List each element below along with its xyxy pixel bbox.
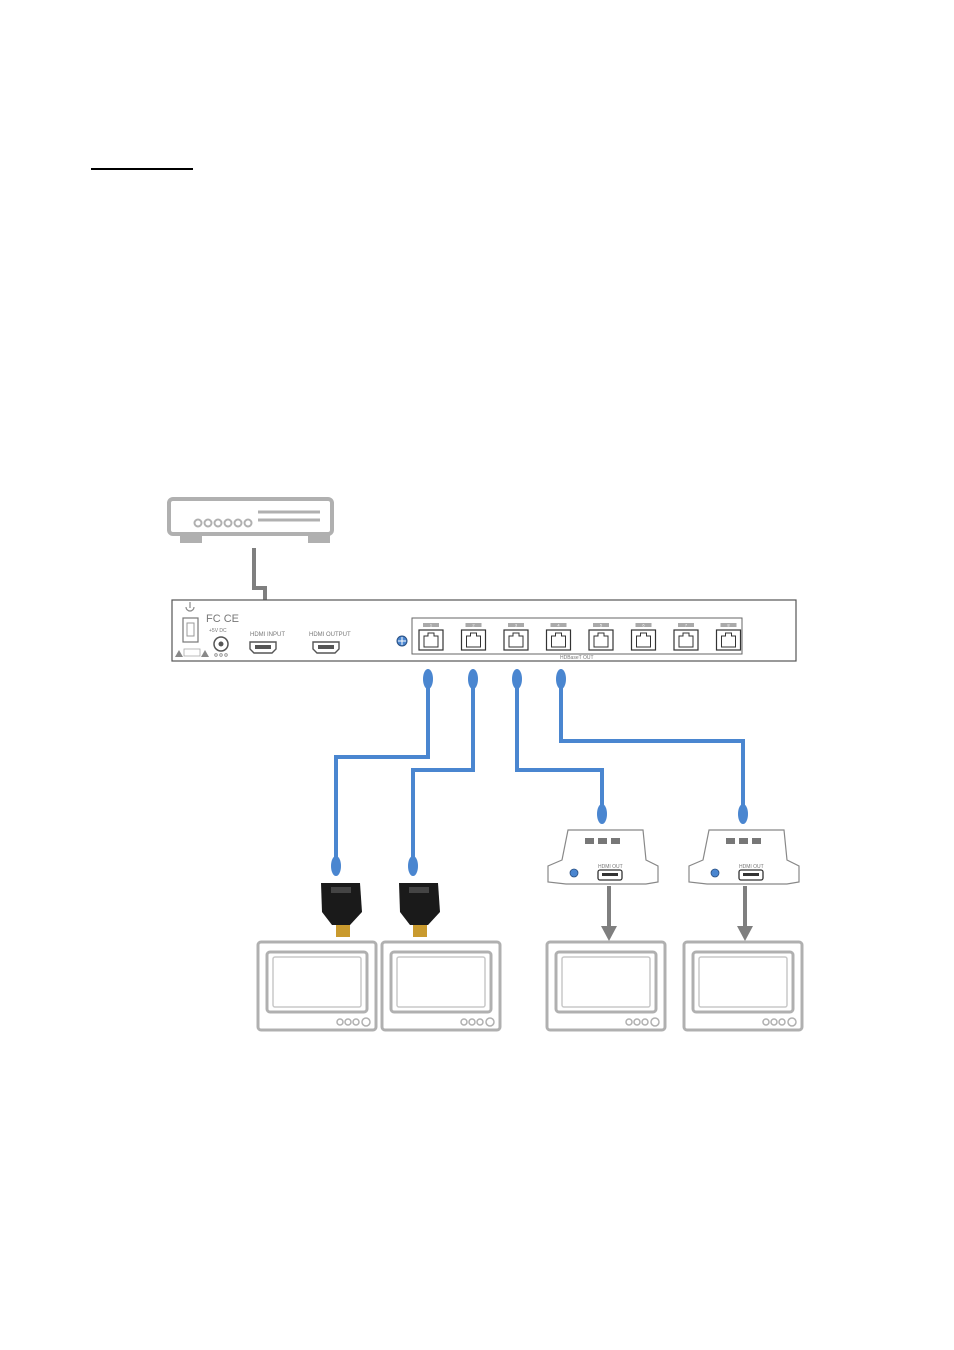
display-monitor-3 xyxy=(547,942,665,1030)
hdmi-cable-output-1 xyxy=(601,886,617,941)
hdmi-input-label: HDMI INPUT xyxy=(250,632,285,638)
display-monitor-2 xyxy=(382,942,500,1030)
receiver-2: HDMI OUT xyxy=(689,830,799,884)
source-player-icon xyxy=(169,499,332,543)
hdmi-adapter-2 xyxy=(399,883,440,937)
cable-plug-icon xyxy=(423,669,433,689)
cable-plug-icon xyxy=(597,804,607,824)
rotary-switch-icon xyxy=(570,869,578,877)
power-input-label: +5V DC xyxy=(209,628,227,634)
cable-plug-icon xyxy=(408,856,418,876)
cable-plug-icon xyxy=(738,804,748,824)
cat-cable-2 xyxy=(413,680,473,865)
receiver-hdmi-out-label: HDMI OUT xyxy=(598,864,623,870)
cable-plugs xyxy=(331,669,748,876)
cable-plug-icon xyxy=(468,669,478,689)
receiver-1: HDMI OUT xyxy=(548,830,658,884)
rotary-switch-icon xyxy=(711,869,719,877)
ports-label: HDBaseT OUT xyxy=(560,655,594,661)
cable-plug-icon xyxy=(331,856,341,876)
display-monitor-4 xyxy=(684,942,802,1030)
cable-plug-icon xyxy=(512,669,522,689)
displays xyxy=(258,942,802,1030)
cable-plug-icon xyxy=(556,669,566,689)
receiver-hdmi-out-label: HDMI OUT xyxy=(739,864,764,870)
display-monitor-1 xyxy=(258,942,376,1030)
cat-cable-4 xyxy=(561,680,743,810)
cat-cables xyxy=(336,680,743,865)
fc-ce-mark: FC CE xyxy=(206,613,239,625)
hdmi-cable-output-2 xyxy=(737,886,753,941)
hdmi-output-label: HDMI OUTPUT xyxy=(309,632,351,638)
hdmi-adapter-1 xyxy=(321,883,362,937)
